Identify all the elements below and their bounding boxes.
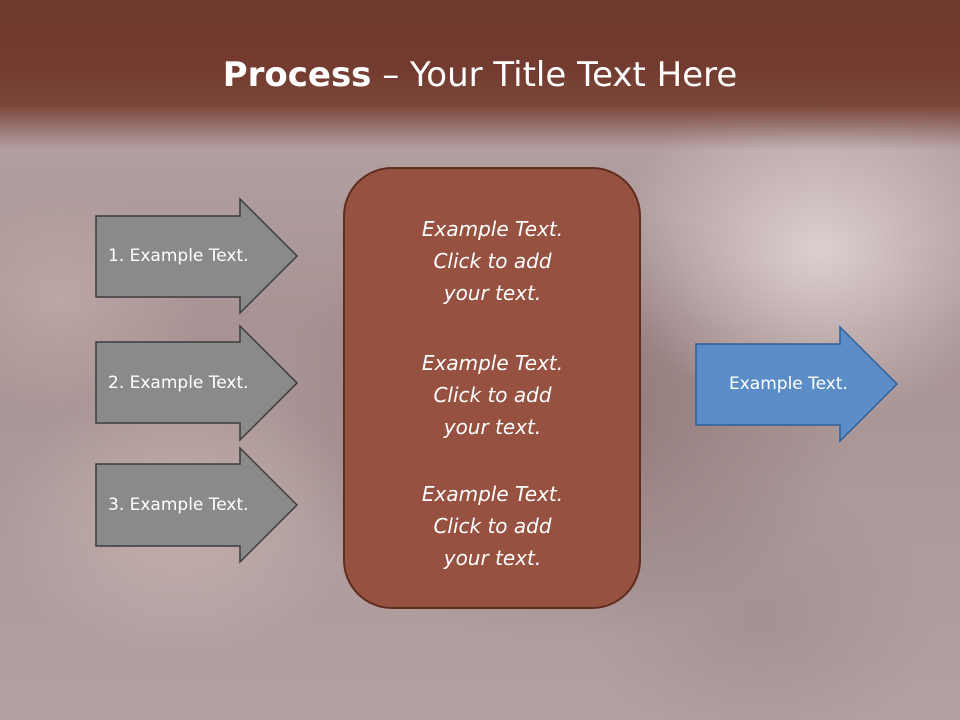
right-arrow-label: Example Text. bbox=[729, 374, 848, 394]
center-text-line: Example Text. bbox=[421, 482, 564, 506]
center-box[interactable] bbox=[343, 167, 641, 609]
center-text-line: Example Text. bbox=[421, 351, 564, 375]
right-arrow[interactable] bbox=[695, 325, 899, 443]
left-arrow-2-label: 2. Example Text. bbox=[108, 373, 249, 393]
center-text-block-3: Example Text. Click to add your text. bbox=[345, 478, 640, 574]
title-bold: Process bbox=[222, 55, 372, 95]
left-arrow-2[interactable] bbox=[95, 324, 299, 442]
left-arrow-3-label: 3. Example Text. bbox=[108, 495, 249, 515]
center-text-line: Click to add bbox=[433, 514, 552, 538]
title-bar bbox=[0, 0, 960, 150]
title-rest: – Your Title Text Here bbox=[371, 55, 738, 95]
center-text-line: your text. bbox=[443, 546, 542, 570]
left-arrow-3[interactable] bbox=[95, 446, 299, 564]
center-text-line: your text. bbox=[443, 415, 542, 439]
slide-title[interactable]: Process – Your Title Text Here bbox=[0, 52, 960, 98]
center-text-line: your text. bbox=[443, 281, 542, 305]
center-text-block-1: Example Text. Click to add your text. bbox=[345, 213, 640, 309]
center-text-block-2: Example Text. Click to add your text. bbox=[345, 347, 640, 443]
center-text-line: Example Text. bbox=[421, 217, 564, 241]
left-arrow-1[interactable] bbox=[95, 197, 299, 315]
center-text-line: Click to add bbox=[433, 249, 552, 273]
center-text-line: Click to add bbox=[433, 383, 552, 407]
left-arrow-1-label: 1. Example Text. bbox=[108, 246, 249, 266]
